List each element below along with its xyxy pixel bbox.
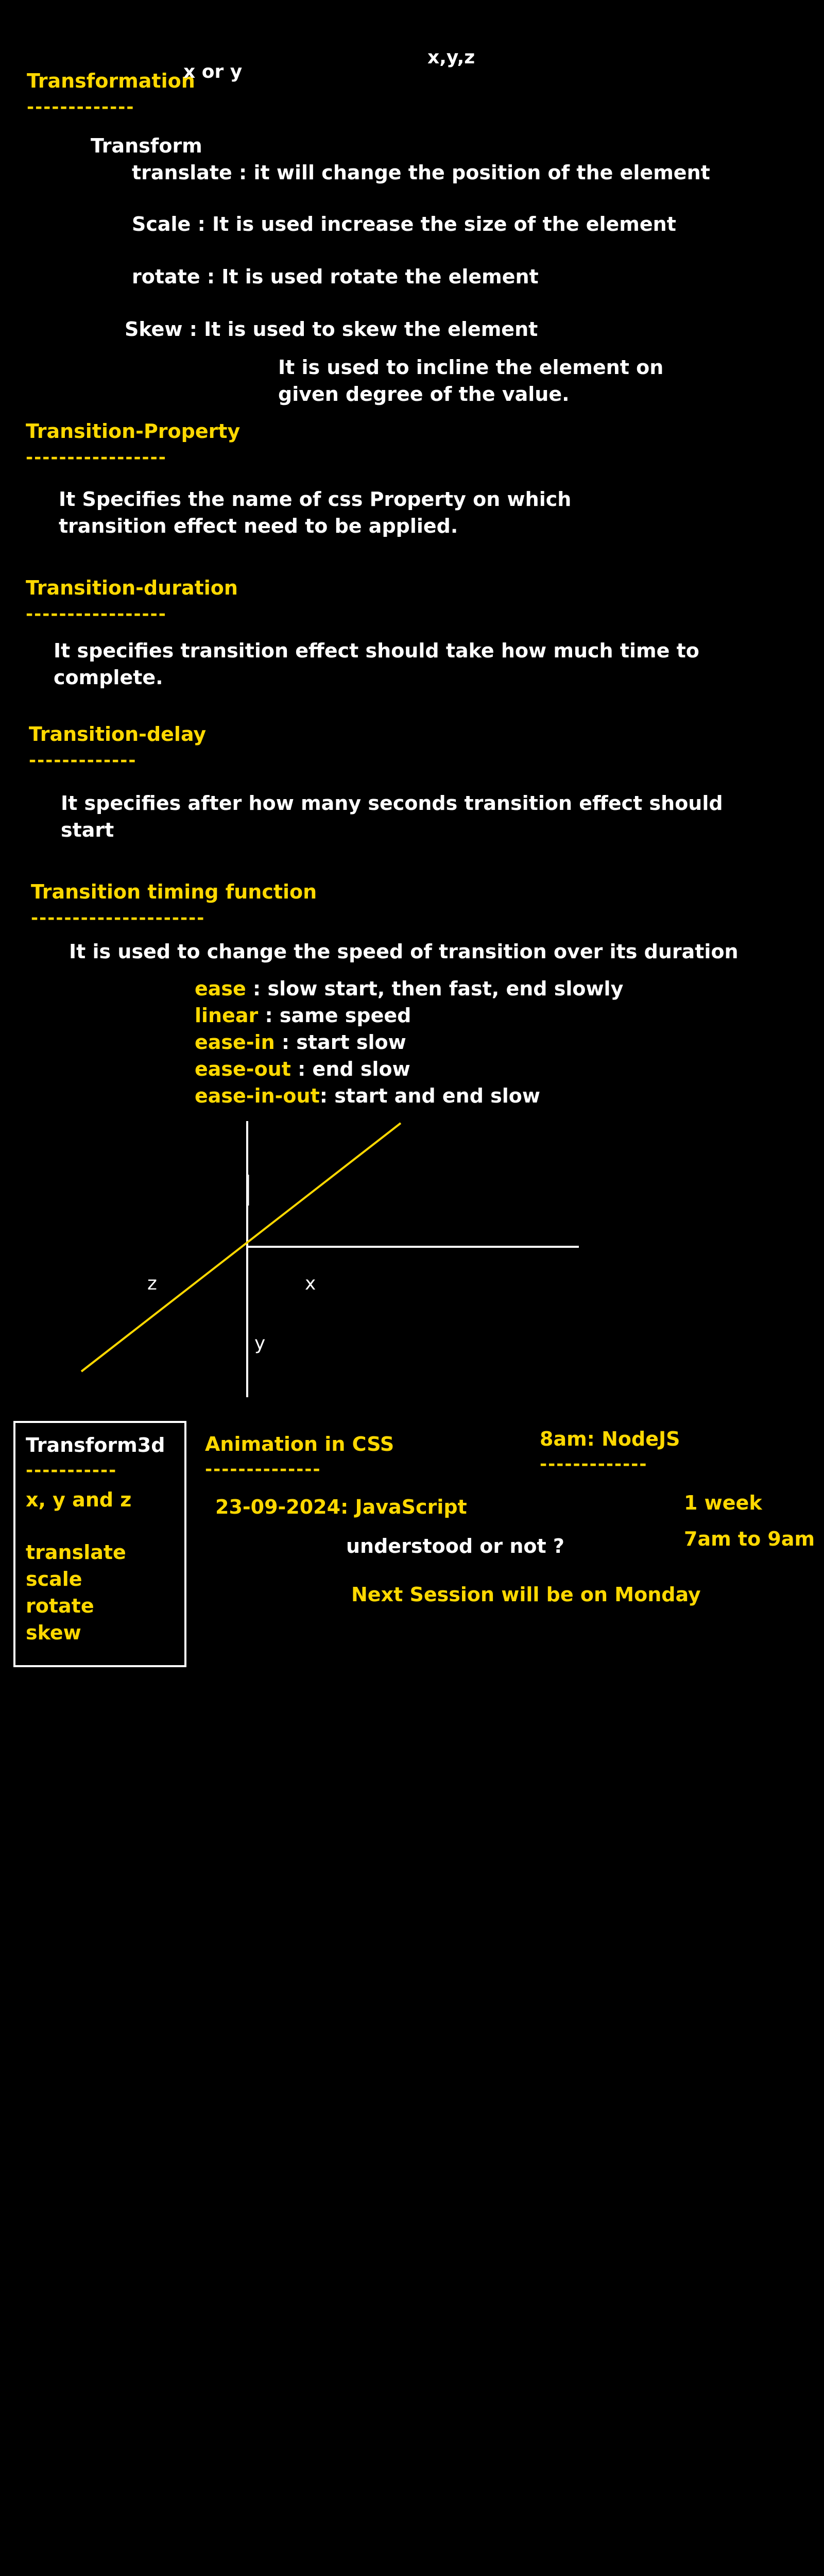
transform3d-underline: ----------- [26, 1460, 117, 1481]
timing-item-ease-in: ease-in : start slow [195, 1029, 406, 1056]
timing-item-desc: : end slow [290, 1058, 410, 1080]
javascript-date-note: 23-09-2024: JavaScript [215, 1496, 467, 1518]
timing-item-desc: : slow start, then fast, end slowly [246, 977, 624, 1000]
x-or-y-note: x or y [183, 61, 243, 82]
understood-question: understood or not ? [346, 1535, 564, 1557]
axes-diagram [80, 1121, 579, 1397]
xyz-note: x,y,z [427, 47, 475, 68]
timing-item-desc: : same speed [258, 1004, 411, 1027]
timing-item-name: linear [195, 1004, 259, 1027]
timing-item-name: ease-in-out [195, 1084, 320, 1107]
transformation-heading: Transformation [27, 70, 195, 92]
transition-duration-heading: Transition-duration [26, 577, 238, 599]
nodejs-underline: ------------- [540, 1454, 648, 1475]
transform3d-item-rotate: rotate [26, 1595, 94, 1617]
time-note: 7am to 9am [684, 1528, 815, 1550]
week-note: 1 week [684, 1492, 762, 1514]
transition-delay-heading: Transition-delay [29, 723, 207, 745]
transition-property-heading: Transition-Property [26, 420, 241, 443]
transition-timing-description: It is used to change the speed of transi… [69, 940, 739, 963]
transition-timing-heading: Transition timing function [31, 880, 317, 903]
transform3d-item-scale: scale [26, 1568, 82, 1590]
timing-item-ease-in-out: ease-in-out: start and end slow [195, 1083, 540, 1109]
transition-duration-underline: ----------------- [26, 604, 167, 624]
translate-line: translate : it will change the position … [132, 161, 710, 184]
timing-item-name: ease-in [195, 1031, 275, 1054]
axis-label-z: z [147, 1273, 157, 1294]
nodejs-note: 8am: NodeJS [540, 1428, 680, 1450]
transition-delay-underline: ------------- [29, 750, 137, 771]
animation-heading: Animation in CSS [205, 1433, 394, 1455]
transition-duration-line-2: complete. [54, 666, 163, 689]
transform-title: Transform [91, 134, 202, 157]
animation-underline: -------------- [205, 1459, 321, 1480]
rotate-line: rotate : It is used rotate the element [132, 265, 539, 288]
timing-item-ease: ease : slow start, then fast, end slowly [195, 976, 623, 1002]
transition-delay-line-2: start [61, 819, 114, 841]
transform3d-title: Transform3d [26, 1434, 165, 1456]
timing-item-name: ease [195, 977, 246, 1000]
skew-detail-2: given degree of the value. [278, 383, 570, 405]
transform3d-axes: x, y and z [26, 1488, 132, 1511]
axis-label-y: y [254, 1333, 266, 1354]
transition-property-line-2: transition effect need to be applied. [59, 515, 458, 537]
skew-line: Skew : It is used to skew the element [125, 318, 538, 341]
transform3d-item-translate: translate [26, 1541, 126, 1564]
transform3d-box [13, 1421, 186, 1667]
z-axis-line [80, 1122, 402, 1372]
transition-delay-line-1: It specifies after how many seconds tran… [61, 792, 723, 815]
timing-item-desc: : start and end slow [319, 1084, 540, 1107]
transition-property-underline: ----------------- [26, 447, 167, 468]
timing-item-ease-out: ease-out : end slow [195, 1056, 410, 1082]
next-session-note: Next Session will be on Monday [351, 1583, 701, 1606]
transformation-underline: ------------- [27, 97, 135, 117]
skew-detail-1: It is used to incline the element on [278, 356, 664, 379]
timing-item-desc: : start slow [274, 1031, 406, 1054]
transition-duration-line-1: It specifies transition effect should ta… [54, 639, 699, 662]
scale-line: Scale : It is used increase the size of … [132, 213, 676, 235]
transform3d-item-skew: skew [26, 1621, 81, 1644]
axis-label-x: x [305, 1273, 316, 1294]
timing-item-name: ease-out [195, 1058, 291, 1080]
timing-item-linear: linear : same speed [195, 1003, 411, 1029]
transition-timing-underline: --------------------- [31, 908, 205, 928]
transition-property-line-1: It Specifies the name of css Property on… [59, 488, 572, 511]
